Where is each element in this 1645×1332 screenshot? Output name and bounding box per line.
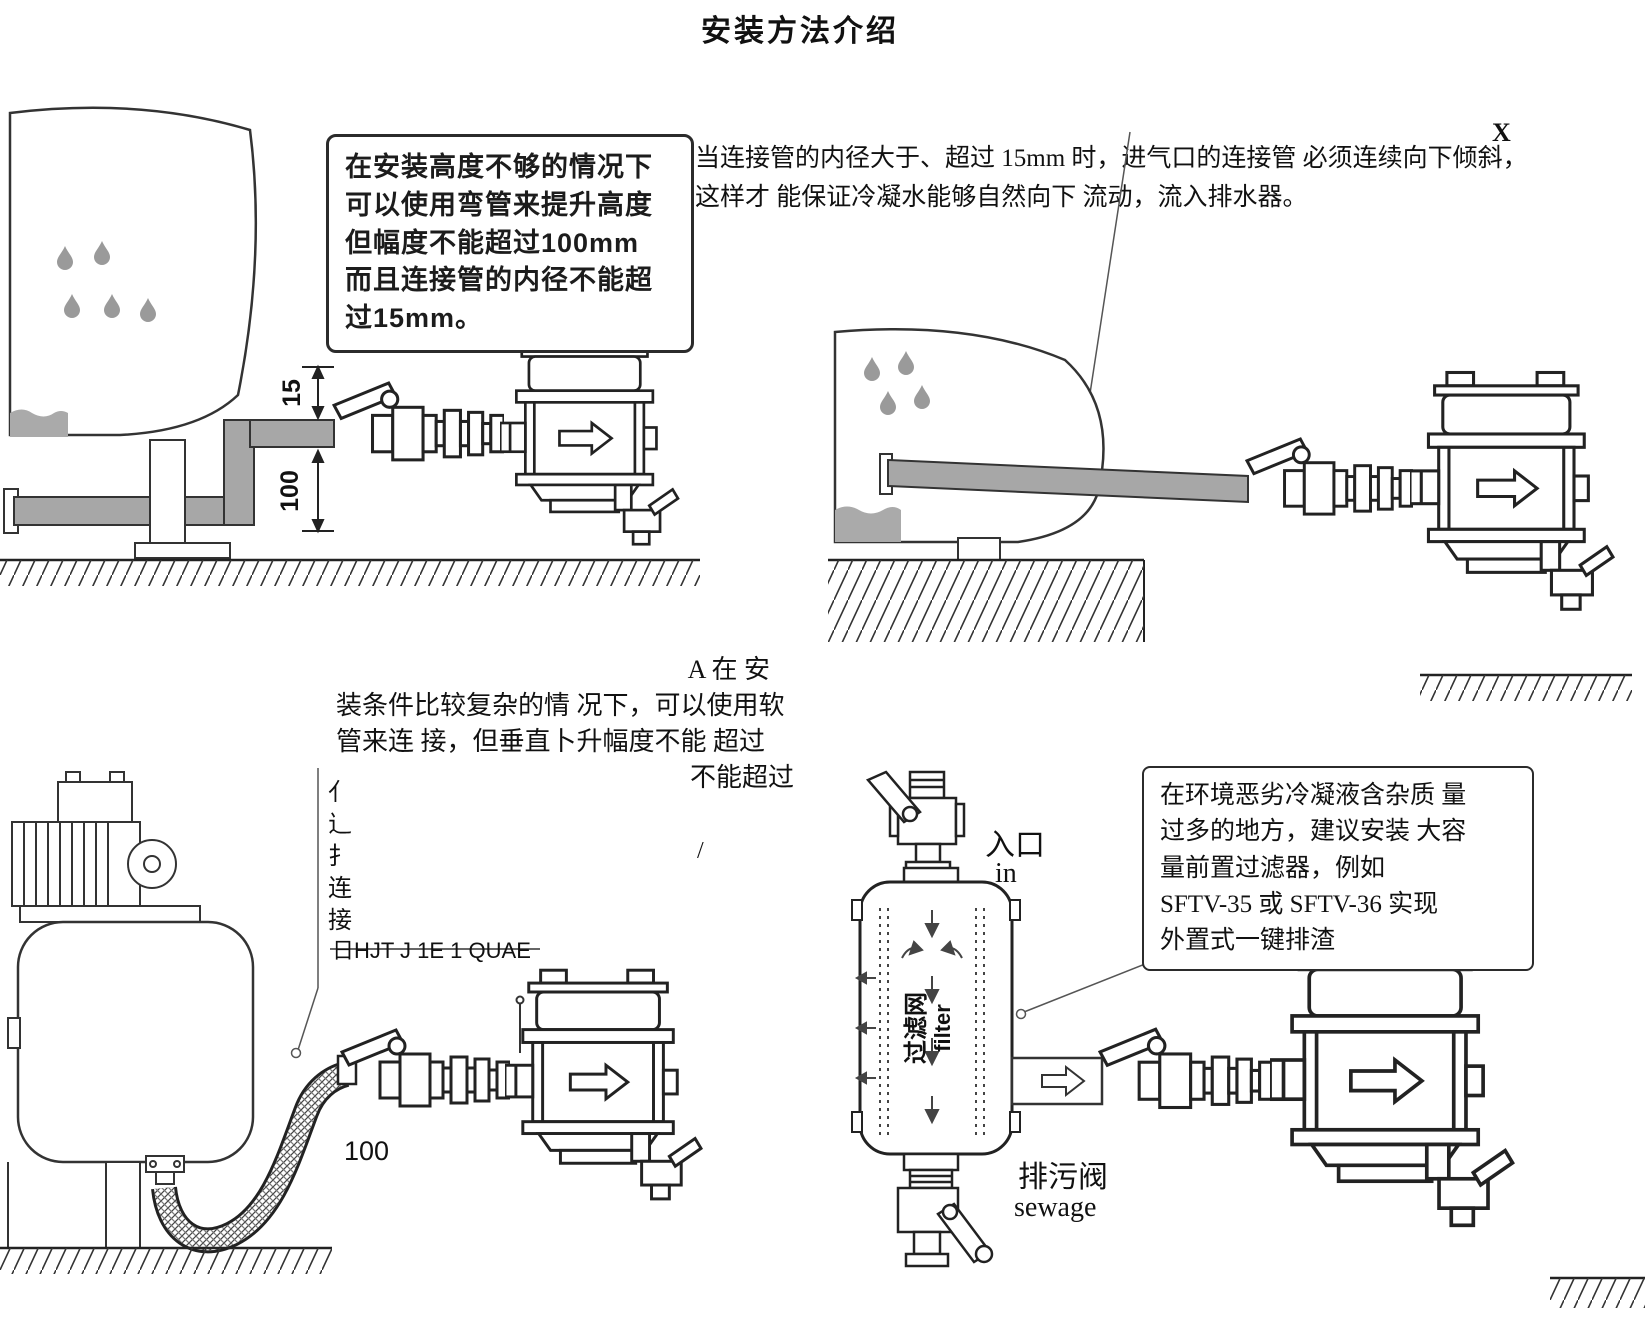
flexible-hose bbox=[151, 1054, 358, 1254]
vent-pin bbox=[515, 995, 525, 1053]
water-level bbox=[10, 409, 68, 437]
sewage-label-en: sewage bbox=[1014, 1192, 1097, 1223]
ball-valve-assembly bbox=[1098, 1027, 1273, 1110]
note-line: 装条件比较复杂的情 况下，可以使用软 bbox=[336, 690, 785, 720]
ball-valve-assembly bbox=[332, 381, 504, 462]
inlet-label-en: in bbox=[995, 858, 1017, 889]
tank-outline bbox=[833, 328, 1105, 544]
figure-elbow-install: 15 100 bbox=[0, 95, 710, 595]
filter-screen-dotted bbox=[879, 908, 985, 1140]
callout-line: 在环境恶劣冷凝液含杂质 量 bbox=[1160, 782, 1467, 809]
garbled-char: 接 bbox=[328, 907, 352, 934]
hose-note-paragraph: A 在 安 装条件比较复杂的情 况下，可以使用软 管来连 接，但垂直卜升幅度不能… bbox=[336, 652, 806, 796]
inlet-label-cn: 入口 bbox=[985, 829, 1045, 862]
tank-outline bbox=[8, 106, 258, 437]
callout-bracket bbox=[290, 768, 540, 1059]
dim-label-100: 100 bbox=[344, 1136, 389, 1166]
garbled-char: 亻 bbox=[328, 779, 352, 806]
page-title: 安装方法介绍 bbox=[701, 15, 899, 48]
note-line: 管来连 接，但垂直卜升幅度不能 超过 bbox=[336, 726, 766, 756]
callout-line: 量前置过滤器，例如 bbox=[1160, 854, 1386, 882]
corner-mark-x: X bbox=[1492, 118, 1511, 147]
ground-hatch bbox=[0, 1246, 332, 1274]
compressor-pump bbox=[11, 771, 201, 923]
dim-label-15: 15 bbox=[278, 379, 306, 407]
ball-valve-assembly bbox=[1245, 437, 1413, 516]
outlet-pipe bbox=[1010, 1056, 1104, 1106]
callout-filter-note: 在环境恶劣冷凝液含杂质 量 过多的地方，建议安装 大容 量前置过滤器，例如 SF… bbox=[1142, 766, 1534, 972]
callout-line: 但幅度不能超过100mm bbox=[345, 227, 640, 258]
ground-hatch bbox=[1550, 1276, 1645, 1308]
tank-support bbox=[957, 537, 1001, 561]
garbled-char: 连 bbox=[328, 875, 352, 902]
paragraph-line: 当连接管的内径大于、超过 15mm 时，进气口的连接管 必须连续向下倾斜， bbox=[695, 145, 1528, 172]
elbow-pipe bbox=[3, 419, 335, 534]
callout-line: SFTV-35 或 SFTV-36 实现 bbox=[1160, 890, 1439, 918]
callout-line: 外置式一键排渣 bbox=[1160, 927, 1336, 954]
paragraph-line: 这样才 能保证冷凝水能够自然向下 流动，流入排水器。 bbox=[695, 183, 1308, 211]
dimension-arrows bbox=[302, 364, 334, 534]
ground-hatch bbox=[1420, 673, 1632, 701]
sloped-pipe bbox=[879, 453, 1249, 504]
sewage-label-cn: 排污阀 bbox=[1018, 1161, 1108, 1194]
drainer-trap bbox=[500, 335, 680, 546]
garbled-char: 辶 bbox=[328, 811, 352, 838]
drainer-trap bbox=[505, 968, 703, 1201]
figure-slope-install bbox=[820, 120, 1645, 730]
slope-note-paragraph: 当连接管的内径大于、超过 15mm 时，进气口的连接管 必须连续向下倾斜， 这样… bbox=[695, 140, 1565, 218]
flow-arrows bbox=[854, 910, 963, 1125]
stray-slash-mark: / bbox=[697, 838, 704, 864]
hose-outlet-fitting bbox=[145, 1155, 185, 1185]
filter-body bbox=[851, 866, 1021, 1172]
dim-label-100: 100 bbox=[276, 470, 304, 512]
flow-arrow-right bbox=[1041, 1064, 1086, 1098]
receiver-tank bbox=[16, 920, 255, 1164]
callout-line: 可以使用弯管来提升高度 bbox=[345, 189, 653, 220]
figure-filter-install: 过滤网 filter bbox=[850, 760, 1645, 1332]
figure-hose-install: 100 亻 辶 扌 连 接 日HJT J 1E 1 QUAE bbox=[0, 760, 730, 1332]
sewage-ball-valve bbox=[896, 1168, 994, 1268]
filter-label-en: filter bbox=[930, 1004, 955, 1052]
garbled-char: 扌 bbox=[328, 843, 352, 870]
drainer-trap bbox=[1410, 370, 1615, 611]
ground-hatch bbox=[0, 558, 700, 586]
note-line: 不能超过 bbox=[689, 762, 794, 792]
tank-fitting bbox=[7, 1017, 21, 1049]
tank-support bbox=[134, 439, 231, 559]
callout-line: 而且连接管的内径不能超 bbox=[345, 265, 653, 296]
inlet-ball-valve bbox=[865, 770, 966, 876]
callout-elbow-note: 在安装高度不够的情况下 可以使用弯管来提升高度 但幅度不能超过100mm 而且连… bbox=[326, 134, 694, 353]
tank-support bbox=[7, 1161, 141, 1249]
water-level bbox=[835, 506, 901, 542]
ball-valve-assembly bbox=[340, 1028, 510, 1108]
drainer-trap bbox=[1270, 940, 1515, 1228]
callout-line: 过15mm。 bbox=[345, 303, 484, 334]
platform-hatch bbox=[828, 558, 1145, 642]
note-line: A 在 安 bbox=[687, 655, 770, 684]
leader-line bbox=[1015, 961, 1151, 1020]
garbled-line-text: 日HJT J 1E 1 QUAE bbox=[332, 938, 531, 963]
callout-line: 在安装高度不够的情况下 bbox=[345, 152, 653, 182]
garbled-vertical-text: 亻 辶 扌 连 接 bbox=[328, 779, 352, 934]
callout-line: 过多的地方，建议安装 大容 bbox=[1160, 818, 1467, 846]
filter-label-cn: 过滤网 bbox=[903, 992, 930, 1064]
